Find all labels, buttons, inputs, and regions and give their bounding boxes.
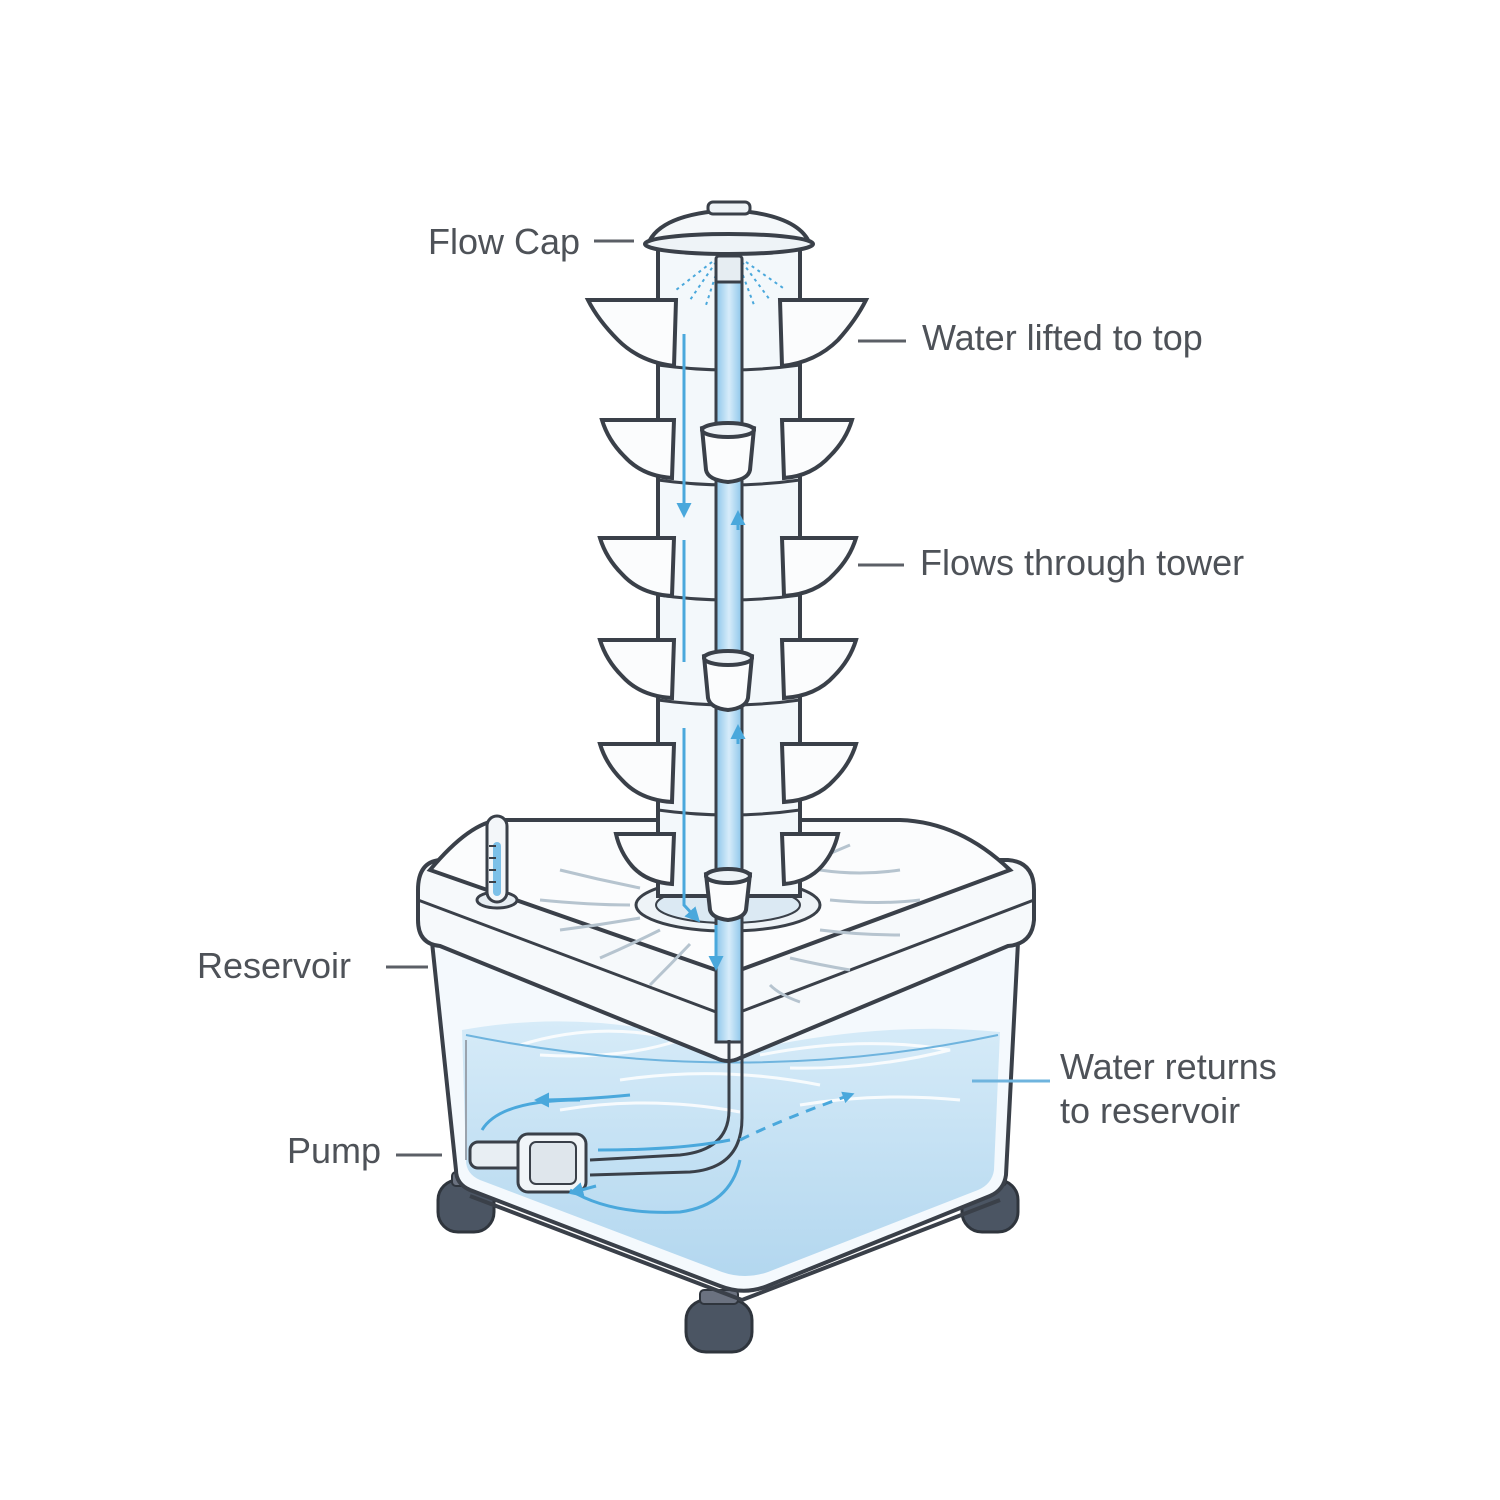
pockets-front <box>699 421 757 923</box>
pocket-left-4 <box>597 638 677 701</box>
pocket-right-6 <box>779 832 841 887</box>
reservoir-water <box>462 1021 1000 1276</box>
pocket-left-2 <box>599 418 677 481</box>
pocket-right-1 <box>777 298 870 369</box>
water-level-gauge <box>475 814 519 910</box>
label-pump: Pump <box>287 1130 381 1171</box>
label-water-lifted: Water lifted to top <box>922 317 1203 358</box>
label-water-returns-line2: to reservoir <box>1060 1090 1240 1131</box>
label-water-returns-line1: Water returns <box>1060 1046 1277 1087</box>
leader-lines <box>386 239 1050 1157</box>
pockets-right <box>777 298 870 887</box>
label-reservoir: Reservoir <box>197 945 351 986</box>
label-flows-through: Flows through tower <box>920 542 1244 583</box>
pocket-right-5 <box>779 742 859 805</box>
pocket-right-4 <box>779 638 859 701</box>
pump <box>468 1132 588 1194</box>
flow-cap <box>643 200 815 306</box>
pocket-left-6 <box>613 832 677 887</box>
down-arrow-lower <box>682 728 701 923</box>
pocket-left-3 <box>597 536 677 599</box>
flow-arrows <box>480 334 855 1214</box>
pocket-right-2 <box>779 418 855 481</box>
pocket-left-5 <box>597 742 677 805</box>
pocket-right-3 <box>779 536 859 599</box>
pockets-left <box>584 298 679 887</box>
pocket-left-1 <box>584 298 679 369</box>
label-flow-cap: Flow Cap <box>428 221 580 262</box>
